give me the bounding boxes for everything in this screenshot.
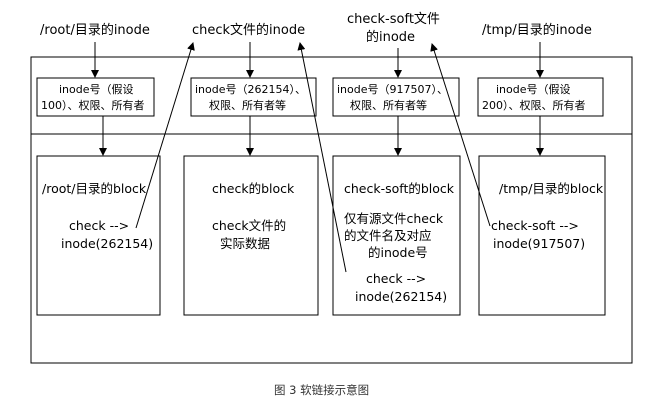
svg-text:check-soft -->: check-soft --> bbox=[491, 218, 579, 233]
svg-text:的文件名及对应: 的文件名及对应 bbox=[344, 228, 432, 243]
outer-frame bbox=[30, 56, 633, 364]
svg-text:inode号（262154）、: inode号（262154）、 bbox=[195, 83, 306, 96]
label-checksoft-inode-line2: 的inode bbox=[366, 29, 415, 45]
svg-text:check的block: check的block bbox=[212, 181, 295, 196]
inode-box-check: inode号（262154）、 权限、所有者等 bbox=[190, 77, 317, 117]
block-root: /root/目录的block check --> inode(262154) bbox=[36, 155, 161, 316]
inode-box-tmp: inode号（假设 200）、权限、所有者 bbox=[477, 77, 604, 117]
svg-text:仅有源文件check: 仅有源文件check bbox=[344, 211, 444, 226]
block-check: check的block check文件的 实际数据 bbox=[183, 155, 319, 316]
svg-text:inode号（917507）、: inode号（917507）、 bbox=[337, 83, 448, 96]
svg-text:实际数据: 实际数据 bbox=[220, 236, 270, 251]
svg-text:inode号（假设: inode号（假设 bbox=[59, 82, 134, 96]
label-checksoft-inode-line1: check-soft文件 bbox=[347, 12, 440, 27]
svg-text:/root/目录的block: /root/目录的block bbox=[42, 181, 147, 196]
svg-text:check -->: check --> bbox=[366, 271, 426, 286]
svg-text:100）、权限、所有者: 100）、权限、所有者 bbox=[41, 98, 145, 112]
svg-text:check文件的: check文件的 bbox=[212, 218, 286, 233]
svg-text:的inode号: 的inode号 bbox=[368, 245, 428, 260]
arrow-root-block-to-check-inode bbox=[135, 42, 195, 229]
svg-text:/tmp/目录的block: /tmp/目录的block bbox=[499, 181, 604, 196]
block-checksoft: check-soft的block 仅有源文件check 的文件名及对应 的ino… bbox=[332, 155, 461, 316]
label-root-inode: /root/目录的inode bbox=[40, 22, 150, 38]
arrow-tmp-block-to-checksoft-inode bbox=[430, 43, 491, 227]
svg-text:inode(262154): inode(262154) bbox=[355, 289, 447, 304]
svg-text:inode(262154): inode(262154) bbox=[61, 236, 153, 251]
block-tmp: /tmp/目录的block check-soft --> inode(91750… bbox=[478, 155, 606, 316]
figure-caption: 图 3 软链接示意图 bbox=[274, 383, 369, 397]
label-tmp-inode: /tmp/目录的inode bbox=[482, 22, 592, 38]
svg-text:权限、所有者等: 权限、所有者等 bbox=[350, 98, 427, 112]
inode-box-checksoft: inode号（917507）、 权限、所有者等 bbox=[332, 77, 460, 117]
inode-box-root: inode号（假设 100）、权限、所有者 bbox=[36, 77, 155, 117]
arrow-checksoft-block-to-check-inode bbox=[297, 42, 347, 273]
svg-text:check -->: check --> bbox=[69, 218, 129, 233]
svg-text:200）、权限、所有者: 200）、权限、所有者 bbox=[482, 98, 586, 112]
svg-text:权限、所有者等: 权限、所有者等 bbox=[209, 98, 286, 112]
svg-text:inode号（假设: inode号（假设 bbox=[496, 82, 571, 96]
svg-text:inode(917507): inode(917507) bbox=[493, 236, 585, 251]
svg-text:check-soft的block: check-soft的block bbox=[344, 181, 455, 196]
label-check-inode: check文件的inode bbox=[192, 22, 305, 38]
